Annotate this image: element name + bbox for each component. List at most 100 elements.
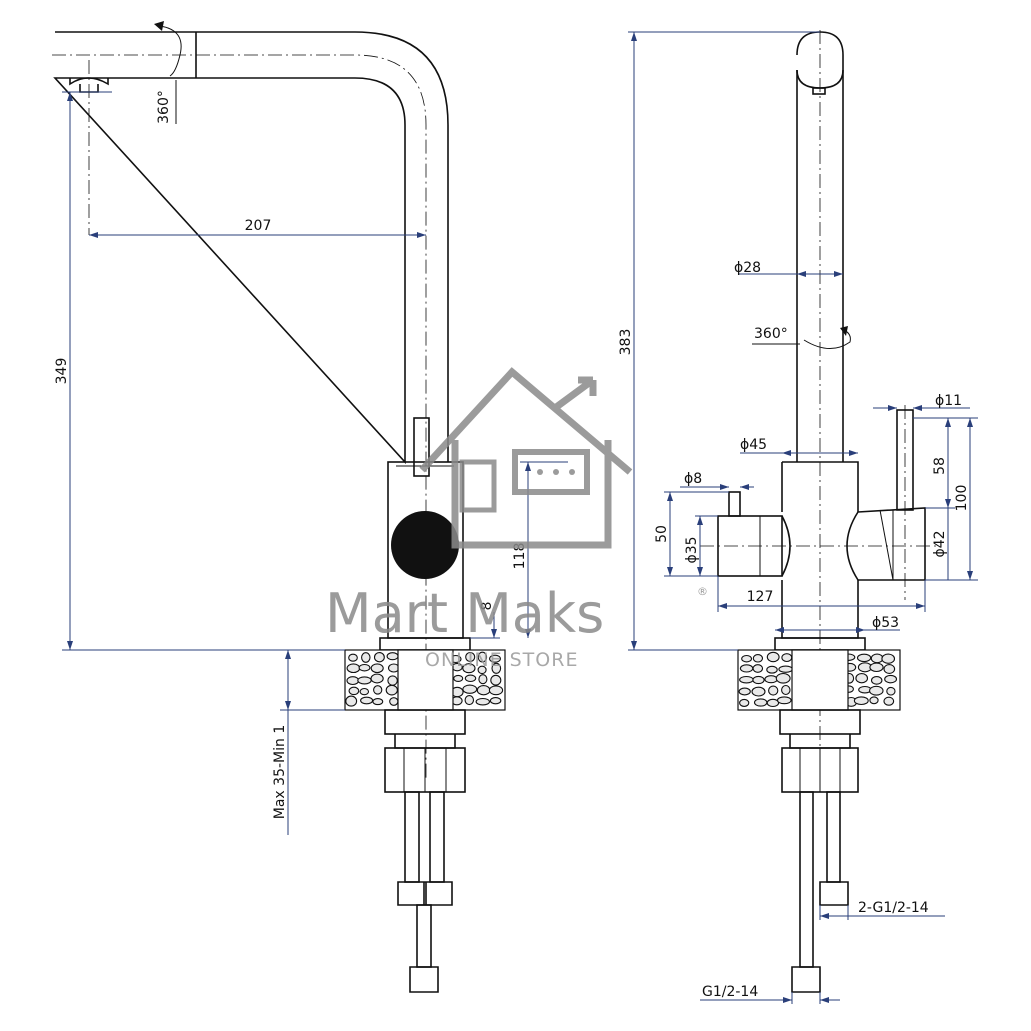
dim-label-lever-height: 58	[932, 457, 948, 475]
stone-texture	[478, 674, 488, 685]
dim-label-hose-thread-main: G1/2-14	[702, 984, 758, 1000]
left-countertop	[344, 649, 506, 711]
stone-texture	[739, 698, 750, 707]
stone-texture	[776, 696, 792, 705]
left-spout-outline	[53, 31, 449, 465]
stone-texture	[766, 665, 778, 674]
stone-texture	[348, 686, 360, 696]
right-view: 383 ϕ28 360° ϕ11 ϕ45 58 100 ϕ42 ϕ8	[618, 30, 978, 1004]
stone-texture	[883, 696, 895, 706]
stone-texture	[752, 675, 765, 685]
dim-label-spout-height: 349	[54, 358, 70, 385]
stone-texture	[348, 653, 358, 662]
dim-label-reach: 207	[245, 218, 272, 234]
stone-texture	[778, 665, 794, 673]
stone-texture	[753, 698, 768, 707]
right-rotation-label: 360°	[754, 326, 788, 342]
stone-texture	[855, 673, 869, 684]
dim-label-body-height: 118	[512, 543, 528, 570]
watermark-logo: Mart Maks ® ONLINE STORE	[325, 367, 708, 671]
dim-label-hose-thread-pair: 2-G1/2-14	[858, 900, 929, 916]
dim-label-side-diameter: ϕ35	[684, 536, 700, 563]
stone-texture	[751, 686, 766, 697]
stone-texture	[464, 674, 477, 683]
stone-texture	[884, 674, 898, 684]
stone-texture	[357, 676, 372, 685]
stone-texture	[476, 685, 491, 696]
stone-texture	[869, 685, 884, 696]
stone-texture	[464, 695, 475, 706]
right-countertop	[737, 649, 901, 711]
right-rotation-arc	[803, 329, 851, 349]
stone-texture	[741, 654, 753, 663]
dim-label-overall-height: 383	[618, 329, 634, 356]
stone-texture	[345, 695, 358, 707]
stone-texture	[360, 696, 374, 705]
stone-texture	[370, 673, 384, 684]
stone-texture	[775, 672, 791, 684]
stone-texture	[752, 664, 764, 673]
dim-label-total-handle-height: 100	[954, 485, 970, 512]
stone-texture	[489, 654, 501, 663]
stone-texture	[386, 652, 399, 661]
dim-label-spout-diameter: ϕ28	[734, 260, 761, 276]
stone-texture	[477, 651, 488, 663]
stone-texture	[766, 651, 780, 663]
watermark-house-roof-icon	[419, 367, 633, 475]
dim-label-width: 127	[747, 589, 774, 605]
right-side-pin	[728, 491, 741, 517]
stone-texture	[475, 697, 491, 706]
stone-texture	[869, 662, 884, 673]
stone-texture	[359, 687, 370, 696]
dim-label-body-diameter: ϕ45	[740, 437, 767, 453]
stone-texture	[346, 676, 360, 686]
left-rotation-arc	[159, 25, 182, 77]
stone-texture	[490, 674, 502, 686]
stone-texture	[453, 674, 464, 682]
dim-label-cartridge-diameter: ϕ42	[932, 530, 948, 557]
stone-texture	[869, 696, 879, 705]
stone-texture	[462, 663, 476, 674]
stone-texture	[781, 684, 791, 696]
stone-texture	[389, 697, 399, 706]
stone-texture	[781, 653, 793, 663]
stone-texture	[738, 687, 751, 696]
dim-label-base-height: 8	[479, 602, 495, 611]
left-hoses	[397, 791, 453, 993]
watermark-arrow-icon	[552, 376, 597, 411]
right-hoses	[791, 791, 849, 993]
stone-texture	[856, 653, 872, 663]
dim-label-side-pin-diameter: ϕ8	[684, 471, 702, 487]
stone-texture	[361, 652, 371, 663]
left-rotation-label: 360°	[156, 90, 172, 124]
stone-texture	[489, 697, 502, 705]
left-lock-nut	[384, 709, 466, 735]
stone-texture	[373, 685, 383, 695]
stone-texture	[766, 698, 780, 708]
left-view: 207 349 360° 118 8 Max 35-Min 1	[52, 21, 568, 993]
watermark-registered: ®	[697, 585, 708, 598]
dim-label-side-height: 50	[654, 525, 670, 543]
watermark-brand: Mart Maks	[325, 582, 604, 645]
stone-texture	[768, 685, 779, 696]
stone-texture	[491, 662, 502, 674]
stone-texture	[387, 675, 398, 686]
stone-texture	[358, 663, 371, 672]
stone-texture	[477, 665, 487, 675]
stone-texture	[870, 676, 883, 685]
stone-texture	[739, 664, 754, 673]
stone-texture	[373, 652, 385, 663]
stone-texture	[370, 663, 384, 674]
stone-texture	[739, 675, 754, 684]
stone-texture	[346, 663, 361, 674]
stone-texture	[870, 653, 884, 664]
stone-texture	[853, 696, 869, 706]
stone-texture	[752, 654, 764, 663]
left-side-knob	[391, 511, 459, 579]
stone-texture	[881, 653, 896, 664]
left-shank	[394, 734, 456, 749]
dim-label-handle-diameter: ϕ11	[935, 393, 962, 409]
stone-texture	[465, 651, 476, 663]
dim-label-counter-thickness: Max 35-Min 1	[272, 725, 288, 819]
